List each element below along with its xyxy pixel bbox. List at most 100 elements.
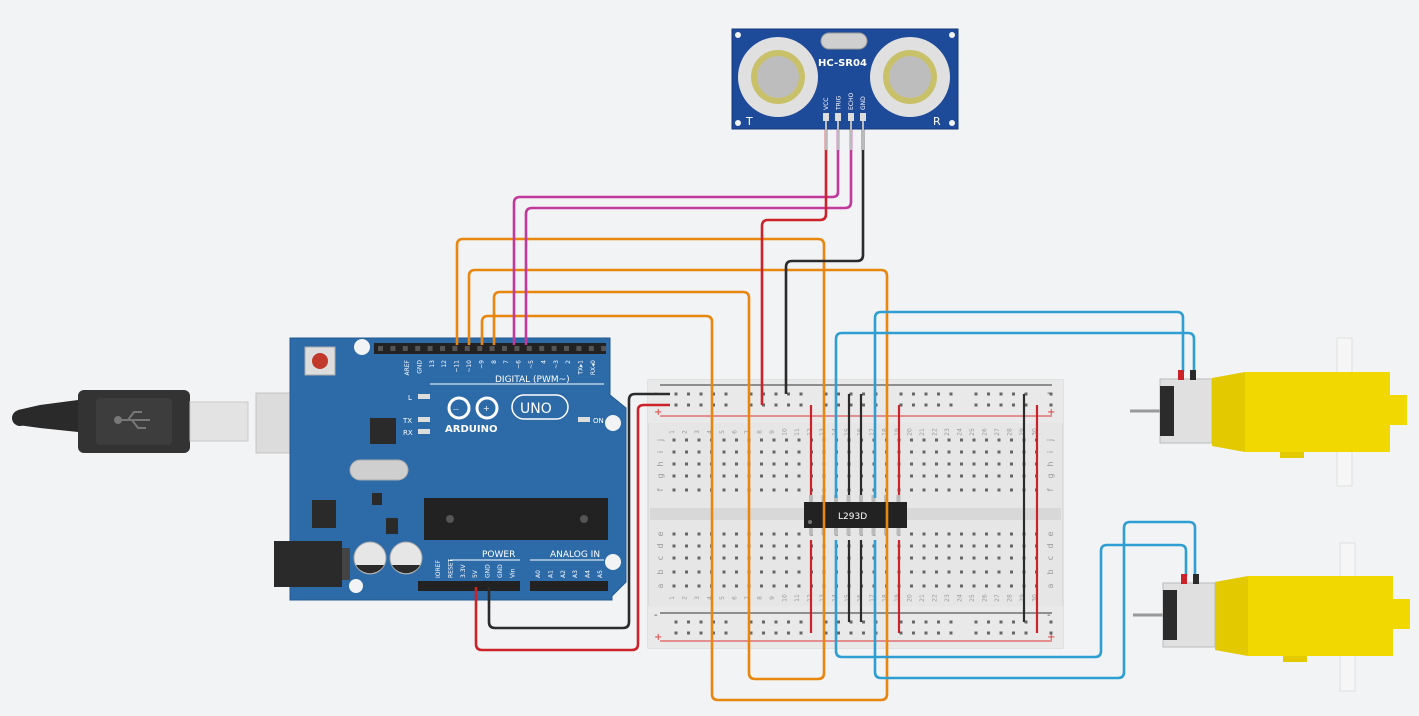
header-pin[interactable] — [601, 346, 607, 351]
row-letter: j — [1046, 439, 1055, 442]
svg-text:1: 1 — [669, 430, 676, 434]
header-pin[interactable] — [526, 346, 532, 351]
header-pin[interactable] — [514, 346, 520, 351]
wire-blue-motor1-a — [873, 310, 1185, 498]
header-pin[interactable] — [402, 346, 408, 351]
led-label-l: L — [408, 394, 412, 402]
breadboard[interactable]: - + - + - + - + 112233445566778899101011… — [647, 379, 1064, 649]
svg-text:9: 9 — [769, 596, 776, 600]
chip-label: L293D — [838, 512, 867, 522]
power-header[interactable] — [418, 581, 520, 591]
chip-leg — [871, 527, 876, 535]
transmitter-transducer-icon — [738, 37, 818, 117]
header-pin[interactable] — [427, 346, 433, 351]
led-label-tx: TX — [402, 417, 412, 425]
chip-leg — [896, 495, 901, 503]
digital-pin-label: 4 — [540, 360, 547, 364]
svg-text:6: 6 — [732, 430, 739, 434]
header-pin[interactable] — [390, 346, 396, 351]
wire-red-5v — [474, 403, 670, 652]
power-pin-label: GND — [497, 564, 504, 578]
row-letter: a — [1046, 583, 1055, 588]
transmitter-mark: T — [745, 115, 753, 128]
svg-text:30: 30 — [1032, 594, 1039, 602]
analog-header[interactable] — [530, 581, 608, 591]
digital-pin-label: TX▸1 — [578, 360, 585, 376]
power-pin-label: Vin — [509, 568, 516, 578]
digital-pin-label: ~6 — [516, 360, 523, 369]
row-letter: c — [1046, 556, 1055, 560]
header-pin[interactable] — [440, 346, 445, 351]
svg-text:18: 18 — [882, 428, 889, 436]
rail-plus-top: + — [654, 407, 662, 418]
header-pin[interactable] — [489, 346, 495, 351]
receiver-transducer-icon — [870, 37, 950, 117]
header-pin[interactable] — [576, 346, 582, 351]
header-pin[interactable] — [464, 346, 470, 351]
power-jack[interactable] — [274, 541, 350, 587]
capacitors — [353, 541, 423, 575]
voltage-regulator — [312, 500, 336, 528]
chip-leg — [871, 495, 876, 503]
svg-text:20: 20 — [907, 594, 914, 602]
header-pin[interactable] — [378, 346, 383, 351]
svg-text:24: 24 — [957, 428, 964, 436]
digital-pin-label: 2 — [565, 360, 572, 364]
digital-pin-label: ~9 — [478, 360, 485, 369]
crystal-icon — [820, 32, 868, 50]
header-pin[interactable] — [588, 346, 594, 351]
rail-plus-bottom-right: + — [1047, 632, 1055, 643]
svg-text:2: 2 — [682, 596, 689, 600]
sensor-pins[interactable] — [823, 113, 866, 121]
chip-leg — [896, 527, 901, 535]
svg-text:27: 27 — [994, 428, 1001, 436]
header-pin[interactable] — [551, 346, 557, 351]
svg-text:5: 5 — [719, 596, 726, 600]
svg-text:3: 3 — [694, 596, 701, 600]
header-pin[interactable] — [477, 346, 483, 351]
power-pin-label: 5V — [472, 569, 479, 578]
power-pin-label: 3.3V — [460, 563, 467, 578]
reset-button[interactable] — [304, 346, 336, 376]
row-letter: d — [1046, 543, 1055, 548]
row-letter: g — [1046, 473, 1055, 478]
on-led-label: ON — [593, 417, 604, 425]
row-letter: b — [1046, 569, 1055, 574]
wire-magenta-trig — [512, 128, 840, 345]
header-pin[interactable] — [502, 346, 507, 351]
svg-text:25: 25 — [969, 594, 976, 602]
svg-text:29: 29 — [1019, 594, 1026, 602]
svg-text:19: 19 — [894, 594, 901, 602]
arduino-model: UNO — [520, 401, 552, 417]
wire-black-gnd-arduino — [487, 392, 670, 630]
svg-text:20: 20 — [907, 428, 914, 436]
wire-blue-motor1-b — [834, 331, 1196, 498]
digital-pin-label: ~10 — [466, 360, 473, 373]
row-letter: c — [656, 556, 665, 560]
svg-text:13: 13 — [819, 428, 826, 436]
svg-text:1: 1 — [669, 596, 676, 600]
atmega-microcontroller — [424, 498, 608, 540]
header-pin[interactable] — [452, 346, 458, 351]
sensor-pin-label: VCC — [823, 98, 830, 110]
svg-text:28: 28 — [1007, 428, 1014, 436]
svg-text:21: 21 — [919, 594, 926, 602]
power-label: POWER — [482, 550, 515, 560]
row-letter: e — [1046, 531, 1055, 536]
analog-pin-label: A3 — [572, 570, 579, 578]
usb-cable — [12, 390, 339, 454]
dc-gear-motor-1[interactable] — [1130, 337, 1407, 487]
svg-text:—: — — [453, 406, 459, 413]
svg-text:19: 19 — [894, 428, 901, 436]
svg-text:2: 2 — [682, 430, 689, 434]
header-pin[interactable] — [539, 346, 545, 351]
svg-text:11: 11 — [794, 428, 801, 436]
svg-text:22: 22 — [932, 594, 939, 602]
header-pin[interactable] — [564, 346, 569, 351]
svg-text:28: 28 — [1007, 594, 1014, 602]
dc-gear-motor-2[interactable] — [1133, 542, 1410, 692]
header-pin[interactable] — [415, 346, 421, 351]
